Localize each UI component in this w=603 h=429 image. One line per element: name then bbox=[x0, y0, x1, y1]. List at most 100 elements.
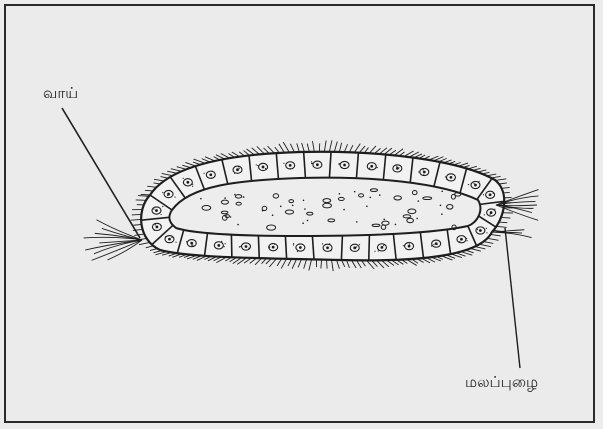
cell-granule bbox=[155, 224, 156, 225]
cell-granule bbox=[356, 246, 357, 247]
cell-granule bbox=[183, 178, 184, 179]
gut-speck bbox=[230, 216, 232, 218]
cell-granule bbox=[257, 165, 258, 166]
nucleolus bbox=[490, 212, 492, 214]
gut-speck bbox=[369, 197, 371, 199]
cell-granule bbox=[459, 241, 460, 242]
gut-speck bbox=[379, 194, 381, 196]
cell-granule bbox=[290, 165, 291, 166]
cell-granule bbox=[483, 194, 484, 195]
cilium bbox=[290, 144, 294, 152]
cilium bbox=[347, 260, 350, 268]
cell-granule bbox=[224, 246, 225, 247]
nucleolus bbox=[479, 230, 481, 232]
cell-granule bbox=[160, 225, 161, 226]
nucleolus bbox=[344, 164, 346, 166]
cilium bbox=[131, 219, 141, 220]
cilium bbox=[501, 217, 510, 218]
cell-granule bbox=[234, 173, 235, 174]
nucleolus bbox=[169, 238, 171, 240]
gut-speck bbox=[356, 221, 358, 223]
cell-granule bbox=[225, 243, 226, 244]
cell-granule bbox=[174, 196, 175, 197]
cell-granule bbox=[191, 245, 192, 246]
gut-speck bbox=[243, 196, 245, 198]
mouth-pointer-line bbox=[62, 108, 140, 238]
gut-speck bbox=[395, 224, 397, 226]
cell-granule bbox=[490, 214, 491, 215]
nucleolus bbox=[262, 166, 264, 168]
nucleolus bbox=[187, 181, 189, 183]
cell-granule bbox=[401, 166, 402, 167]
cilium bbox=[321, 260, 322, 269]
cilium bbox=[292, 259, 296, 269]
cell-granule bbox=[377, 167, 378, 168]
nucleolus bbox=[327, 247, 329, 249]
nucleolus bbox=[218, 244, 220, 246]
mouth-flagellum bbox=[95, 233, 142, 240]
cell-granule bbox=[466, 238, 467, 239]
cell-granule bbox=[322, 243, 323, 244]
nucleolus bbox=[272, 246, 274, 248]
nucleolus bbox=[461, 238, 463, 240]
gut-speck bbox=[280, 206, 282, 208]
cell-granule bbox=[467, 240, 468, 241]
cell-granule bbox=[312, 163, 313, 164]
cell-granule bbox=[445, 176, 446, 177]
cell-granule bbox=[403, 245, 404, 246]
cilium bbox=[281, 259, 286, 269]
cell-granule bbox=[265, 168, 266, 169]
cell-granule bbox=[383, 245, 384, 246]
cell-granule bbox=[409, 243, 410, 244]
nucleolus bbox=[423, 171, 425, 173]
gut-speck bbox=[440, 205, 442, 207]
cell-granule bbox=[341, 167, 342, 168]
cilium bbox=[369, 146, 376, 153]
cilium bbox=[139, 242, 150, 244]
nucleolus bbox=[191, 242, 193, 244]
cilium bbox=[307, 144, 309, 152]
cilium bbox=[279, 144, 284, 153]
cilium bbox=[479, 244, 490, 246]
gut-speck bbox=[366, 206, 368, 208]
cell-granule bbox=[297, 251, 298, 252]
cell-granule bbox=[153, 208, 154, 209]
cell-granule bbox=[478, 181, 479, 182]
mouth-flagellum bbox=[108, 240, 142, 260]
cell-granule bbox=[493, 193, 494, 194]
cell-granule bbox=[212, 171, 213, 172]
cilium bbox=[277, 259, 281, 266]
gut-speck bbox=[302, 222, 304, 224]
cilium bbox=[302, 143, 305, 152]
nucleolus bbox=[381, 246, 383, 248]
cell-granule bbox=[396, 166, 397, 167]
cell-granule bbox=[221, 241, 222, 242]
cell-granule bbox=[238, 166, 239, 167]
gut-speck bbox=[441, 213, 443, 215]
gut-speck bbox=[262, 210, 264, 212]
cilium bbox=[312, 141, 314, 152]
nucleolus bbox=[450, 176, 452, 178]
cilium bbox=[329, 140, 332, 151]
gut-speck bbox=[292, 205, 294, 207]
anus-pointer-line bbox=[505, 228, 520, 368]
cilium bbox=[134, 234, 144, 235]
cilium bbox=[344, 144, 347, 152]
gut-speck bbox=[224, 197, 226, 199]
cell-wall bbox=[258, 236, 259, 259]
cell-granule bbox=[248, 247, 249, 248]
cell-granule bbox=[398, 167, 399, 168]
gut-speck bbox=[441, 190, 443, 192]
cell-wall bbox=[369, 235, 370, 260]
gut-speck bbox=[307, 220, 309, 222]
gut-speck bbox=[343, 209, 345, 211]
cell-granule bbox=[371, 166, 372, 167]
cilium bbox=[141, 194, 150, 195]
gut-speck bbox=[303, 199, 305, 201]
cell-granule bbox=[350, 249, 351, 250]
cell-granule bbox=[203, 173, 204, 174]
cell-granule bbox=[437, 244, 438, 245]
nucleolus bbox=[299, 247, 301, 249]
